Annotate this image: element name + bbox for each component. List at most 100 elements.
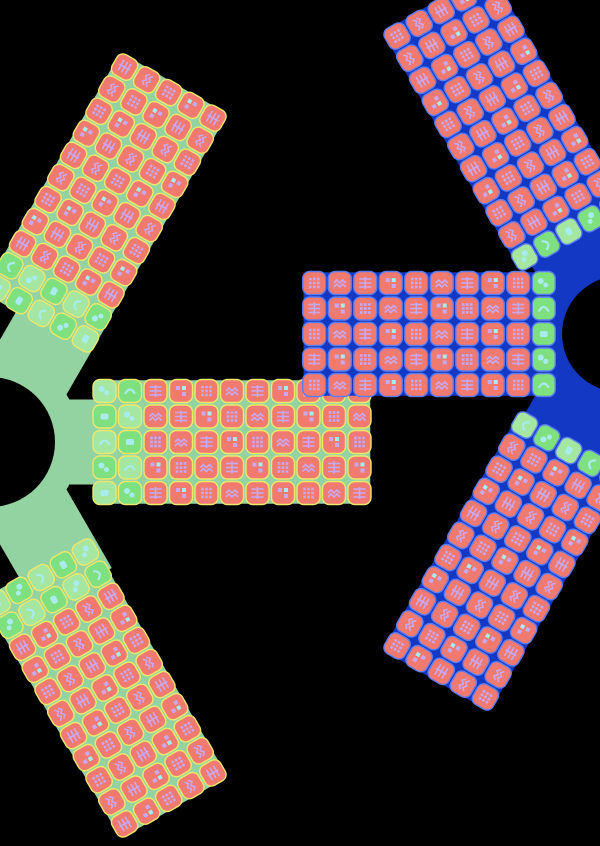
- coral-cell: [434, 110, 462, 139]
- coral-cell: [296, 404, 321, 429]
- green-cell: [92, 480, 117, 506]
- coral-cell: [529, 173, 558, 202]
- coral-cell: [176, 771, 205, 800]
- coral-cell: [302, 296, 327, 321]
- coral-cell: [94, 132, 123, 160]
- coral-cell: [378, 321, 403, 347]
- coral-cell: [513, 94, 541, 123]
- coral-cell: [113, 661, 141, 690]
- coral-cell: [472, 176, 501, 205]
- coral-cell: [143, 480, 168, 506]
- coral-cell: [395, 44, 424, 73]
- coral-cell: [154, 784, 183, 813]
- coral-cell: [97, 582, 125, 611]
- coral-cell: [199, 104, 227, 132]
- coral-cell: [497, 433, 526, 462]
- coral-cell: [296, 480, 321, 506]
- coral-cell: [34, 185, 62, 214]
- coral-cell: [418, 622, 446, 651]
- coral-cell: [30, 242, 59, 271]
- coral-cell: [97, 280, 125, 309]
- coral-cell: [74, 595, 103, 623]
- coral-cell: [168, 429, 194, 455]
- coral-cell: [327, 321, 352, 347]
- coral-cell: [456, 97, 485, 126]
- coral-cell: [321, 404, 347, 429]
- coral-cell: [160, 692, 189, 721]
- coral-cell: [497, 220, 526, 249]
- coral-cell: [194, 429, 219, 455]
- coral-cell: [270, 378, 296, 404]
- coral-cell: [34, 677, 62, 706]
- coral-cell: [353, 270, 378, 296]
- green-cell: [92, 455, 117, 480]
- green-cell: [117, 455, 143, 480]
- coral-cell: [494, 164, 523, 192]
- coral-cell: [560, 125, 589, 154]
- green-cell: [117, 378, 143, 404]
- coral-cell: [85, 97, 113, 126]
- coral-cell: [52, 255, 81, 284]
- coral-cell: [469, 534, 497, 563]
- coral-cell: [474, 626, 503, 654]
- coral-cell: [421, 565, 450, 594]
- green-cell: [531, 347, 556, 372]
- coral-cell: [302, 347, 327, 372]
- coral-cell: [538, 515, 567, 544]
- coral-cell: [143, 404, 168, 429]
- blue-array-hub-core: [562, 279, 600, 389]
- coral-cell: [245, 429, 270, 455]
- green-cell: [531, 270, 556, 296]
- coral-cell: [456, 556, 485, 585]
- coral-cell: [404, 270, 429, 296]
- coral-cell: [497, 15, 525, 44]
- coral-cell: [429, 321, 454, 347]
- green-cell: [0, 589, 11, 617]
- coral-cell: [459, 154, 488, 183]
- green-cell: [27, 299, 56, 328]
- coral-cell: [56, 664, 85, 693]
- coral-cell: [478, 85, 507, 113]
- coral-cell: [542, 458, 570, 487]
- coral-cell: [143, 378, 168, 404]
- coral-cell: [135, 648, 164, 677]
- coral-cell: [485, 455, 513, 484]
- green-cell: [40, 585, 68, 614]
- coral-cell: [347, 480, 372, 506]
- coral-cell: [91, 674, 119, 702]
- green-cell: [554, 436, 583, 465]
- coral-cell: [43, 220, 72, 249]
- coral-cell: [164, 749, 192, 778]
- coral-cell: [59, 721, 88, 750]
- coral-cell: [103, 167, 132, 195]
- coral-cell: [506, 347, 531, 372]
- green-cell: [40, 277, 68, 306]
- coral-cell: [484, 0, 513, 22]
- coral-cell: [125, 179, 154, 208]
- coral-cell: [129, 740, 158, 769]
- green-cell: [554, 217, 583, 246]
- coral-cell: [151, 727, 180, 756]
- coral-cell: [429, 270, 454, 296]
- green-cell: [71, 325, 100, 353]
- coral-cell: [440, 635, 468, 664]
- coral-cell: [186, 736, 215, 765]
- coral-cell: [21, 207, 50, 236]
- coral-cell: [509, 616, 538, 645]
- coral-cell: [160, 170, 189, 199]
- coral-cell: [429, 372, 454, 398]
- coral-cell: [194, 480, 219, 506]
- coral-cell: [478, 569, 507, 597]
- coral-cell: [481, 512, 510, 541]
- coral-cell: [408, 66, 437, 95]
- coral-cell: [302, 321, 327, 347]
- coral-cell: [270, 404, 296, 429]
- coral-cell: [245, 480, 270, 506]
- coral-cell: [452, 40, 481, 69]
- coral-cell: [69, 686, 97, 715]
- coral-cell: [21, 655, 50, 684]
- coral-cell: [30, 620, 59, 649]
- coral-cell: [513, 559, 541, 588]
- coral-cell: [148, 192, 176, 221]
